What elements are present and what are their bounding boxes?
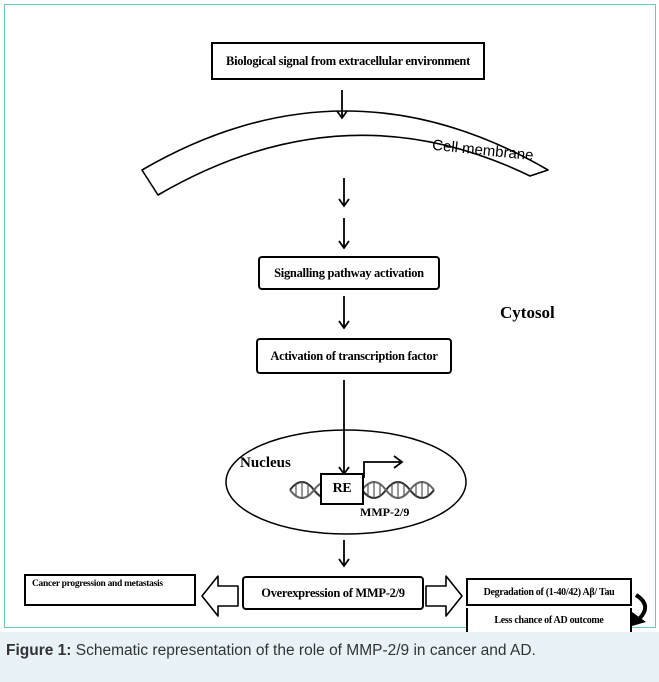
caption-bar [0, 632, 659, 682]
cell-membrane-shape [141, 110, 549, 196]
right-block-arrow [425, 575, 463, 617]
cancer-box: Cancer progression and metastasis [24, 574, 196, 606]
curved-arrow-icon [632, 593, 648, 626]
dna-helix-icon [289, 481, 435, 499]
left-block-arrow [201, 575, 239, 617]
arrow-membrane-down-2 [338, 218, 350, 250]
caption-label: Figure 1: [6, 642, 72, 659]
re-box: RE [320, 473, 364, 505]
cytosol-label: Cytosol [500, 303, 555, 322]
transcription-start-arrow [363, 455, 404, 478]
signal-box: Biological signal from extracellular env… [211, 42, 485, 80]
overexpression-box: Overexpression of MMP-2/9 [242, 576, 424, 610]
arrow-membrane-down-1 [338, 178, 350, 208]
gene-label: MMP-2/9 [360, 505, 410, 519]
arrow-signalling-to-transcription [338, 296, 350, 330]
ad-box: Less chance of AD outcome [466, 608, 632, 634]
arrow-signal-to-membrane [336, 90, 348, 120]
down-arrows [336, 90, 350, 568]
nucleus-label: Nucleus [240, 455, 291, 471]
degradation-box: Degradation of (1-40/42) Aβ/ Tau [466, 578, 632, 606]
figure-caption: Figure 1: Schematic representation of th… [6, 642, 656, 660]
arrow-nucleus-to-overexpression [338, 540, 350, 568]
transcription-box: Activation of transcription factor [256, 338, 452, 374]
caption-text: Schematic representation of the role of … [71, 642, 536, 659]
flow-diagram [141, 90, 648, 626]
signalling-box: Signalling pathway activation [258, 256, 440, 290]
